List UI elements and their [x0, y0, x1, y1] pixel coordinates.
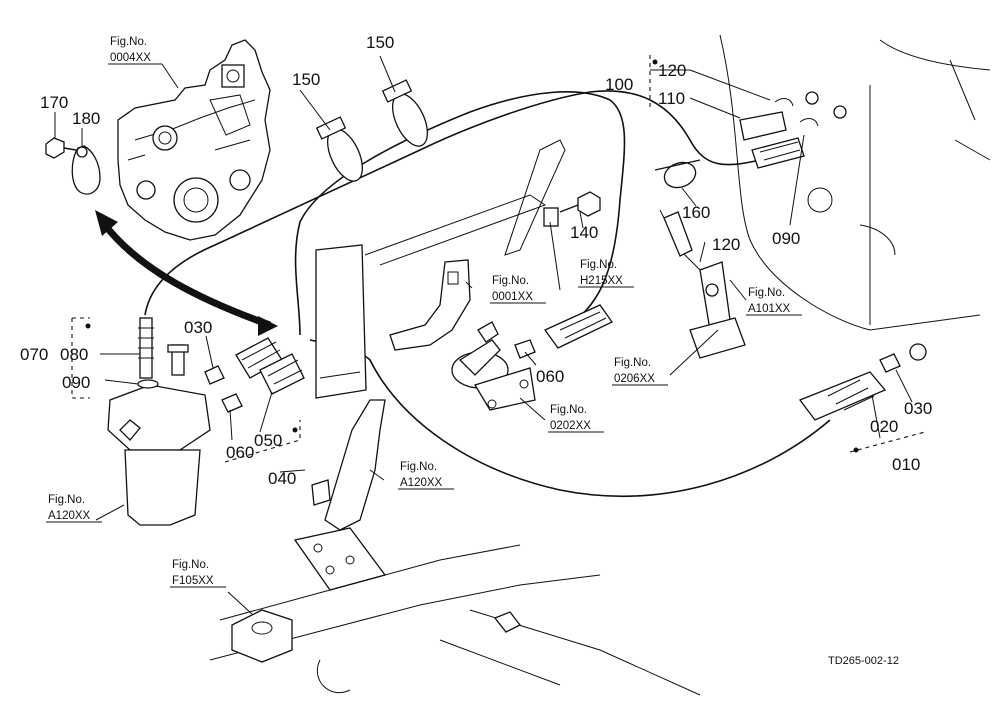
- fig-refs: Fig.No. 0004XX Fig.No. 0001XX Fig.No. H2…: [46, 36, 802, 588]
- fig-A120-mid-code: A120XX: [400, 477, 443, 489]
- fig-A101-code: A101XX: [748, 303, 791, 315]
- fig-0206-label: Fig.No.: [614, 357, 651, 369]
- fig-A120-left-code: A120XX: [48, 510, 91, 522]
- leader-lines: [54, 55, 913, 615]
- label-120-mid: 120: [712, 235, 740, 254]
- curved-arrow: [95, 210, 278, 336]
- label-150-left: 150: [292, 70, 320, 89]
- clamp-160: [654, 159, 701, 189]
- fig-0001-label: Fig.No.: [492, 275, 529, 287]
- fig-F105-label: Fig.No.: [172, 559, 209, 571]
- fig-H215-code: H215XX: [580, 275, 623, 287]
- label-070: 070: [20, 345, 48, 364]
- leader-dots: [85, 59, 859, 453]
- protector-sleeves: [235, 111, 887, 421]
- label-120-top: 120: [658, 61, 686, 80]
- label-090-right: 090: [772, 229, 800, 248]
- clamp-150-left: [315, 116, 363, 182]
- label-010: 010: [892, 455, 920, 474]
- label-160: 160: [682, 203, 710, 222]
- fig-0004-code: 0004XX: [110, 52, 151, 64]
- clips: [204, 91, 927, 413]
- label-030-right: 030: [904, 399, 932, 418]
- fuel-pump: [451, 321, 536, 411]
- bolt-140: [543, 191, 601, 227]
- label-090-left: 090: [62, 373, 90, 392]
- fig-H215-label: Fig.No.: [580, 259, 617, 271]
- label-060-mid: 060: [536, 367, 564, 386]
- fig-0004-label: Fig.No.: [110, 36, 147, 48]
- bracket-assembly: [293, 139, 566, 591]
- fig-0001-code: 0001XX: [492, 291, 533, 303]
- label-110: 110: [658, 89, 685, 108]
- label-020: 020: [870, 417, 898, 436]
- frame-outline: [719, 34, 991, 331]
- label-050: 050: [254, 431, 282, 450]
- clamp-150-right: [381, 79, 428, 147]
- label-080: 080: [60, 345, 88, 364]
- fig-F105-code: F105XX: [172, 575, 214, 587]
- bolt-170: [45, 137, 77, 159]
- fig-0206-code: 0206XX: [614, 373, 655, 385]
- clip-180: [71, 145, 101, 195]
- bracket-0001: [389, 259, 471, 351]
- label-170: 170: [40, 93, 68, 112]
- part-labels: 170 180 150 150 100 120 110 160 090 140 …: [20, 33, 932, 488]
- engine-block: [117, 39, 271, 241]
- fig-A120-mid-label: Fig.No.: [400, 461, 437, 473]
- label-140: 140: [570, 223, 598, 242]
- label-180: 180: [72, 109, 100, 128]
- label-150-right: 150: [366, 33, 394, 52]
- fig-A120-left-label: Fig.No.: [48, 494, 85, 506]
- fuel-filter: [107, 317, 211, 526]
- fig-0202-code: 0202XX: [550, 420, 591, 432]
- label-040: 040: [268, 469, 296, 488]
- drawing-code: TD265-002-12: [828, 655, 899, 667]
- label-030-left: 030: [184, 318, 212, 337]
- label-060-left: 060: [226, 443, 254, 462]
- injector: [659, 209, 746, 359]
- label-100: 100: [605, 75, 633, 94]
- fig-0202-label: Fig.No.: [550, 404, 587, 416]
- assembly-brackets: [71, 55, 926, 463]
- fig-A101-label: Fig.No.: [748, 287, 785, 299]
- lower-chassis: [209, 544, 701, 696]
